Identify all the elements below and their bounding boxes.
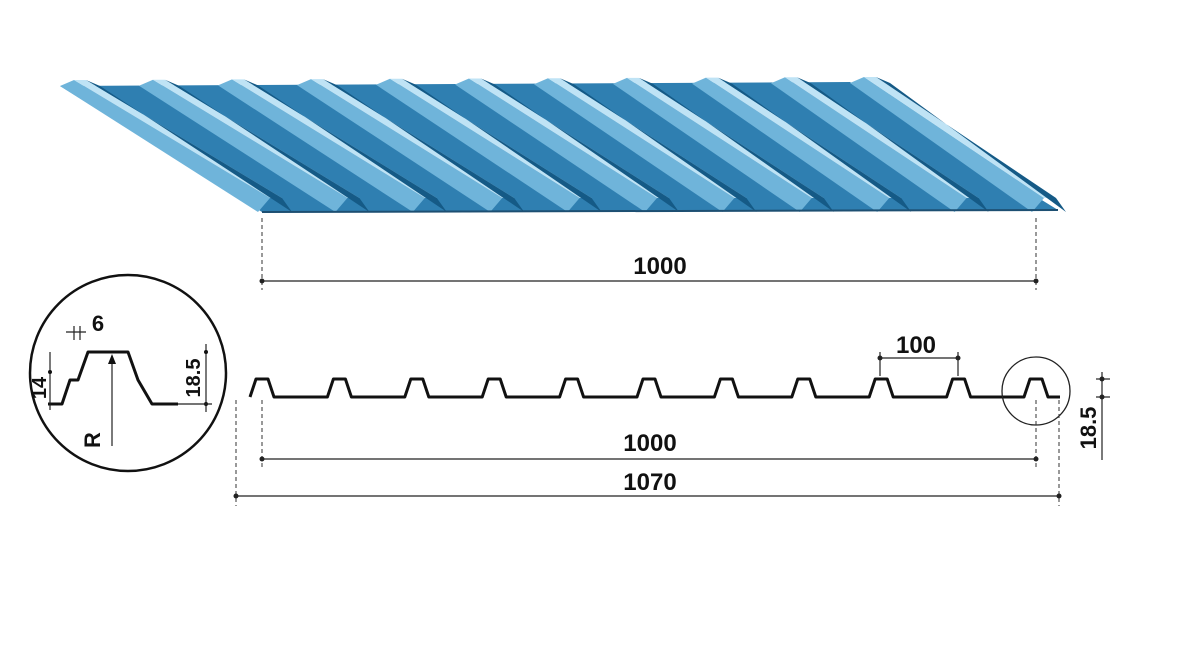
rib-light-face: [534, 78, 735, 212]
sheet-width-label: 1000: [633, 253, 686, 280]
cross-section-profile: [248, 356, 1071, 426]
profile-height-label: 18.5: [1076, 407, 1101, 450]
effective-width-label: 1000: [623, 430, 676, 457]
rib-pitch-dimension: 100: [877, 332, 961, 376]
total-width-dimension: 1070: [233, 400, 1062, 506]
rib-light-face: [771, 77, 967, 212]
detail-step-label: 14: [29, 376, 51, 399]
sheet-edge: [261, 209, 1059, 213]
effective-width-dimension: 1000: [259, 400, 1039, 468]
rib-light-face: [376, 78, 580, 212]
rib-light-face: [60, 80, 270, 212]
rib-light-face: [850, 77, 1044, 212]
detail-top-width-label: 6: [92, 311, 104, 336]
rib-light-face: [297, 79, 503, 212]
rib-light-face: [139, 79, 348, 212]
profile-detail-circle: R 6 14 18.5: [28, 273, 228, 473]
rib-light-face: [692, 77, 890, 212]
profile-height-dimension: 18.5: [1076, 372, 1110, 460]
rib-light-face: [455, 78, 657, 212]
detail-radius-label: R: [80, 432, 105, 448]
detail-height-label: 18.5: [183, 359, 205, 398]
corrugated-sheet-3d: [60, 77, 1066, 213]
total-width-label: 1070: [623, 469, 676, 496]
rib-light-face: [613, 77, 812, 213]
rib-pitch-label: 100: [896, 332, 936, 359]
rib-light-face: [218, 79, 425, 213]
top-width-dimension: 1000: [259, 218, 1039, 290]
sheet-ribs: [60, 77, 1066, 213]
